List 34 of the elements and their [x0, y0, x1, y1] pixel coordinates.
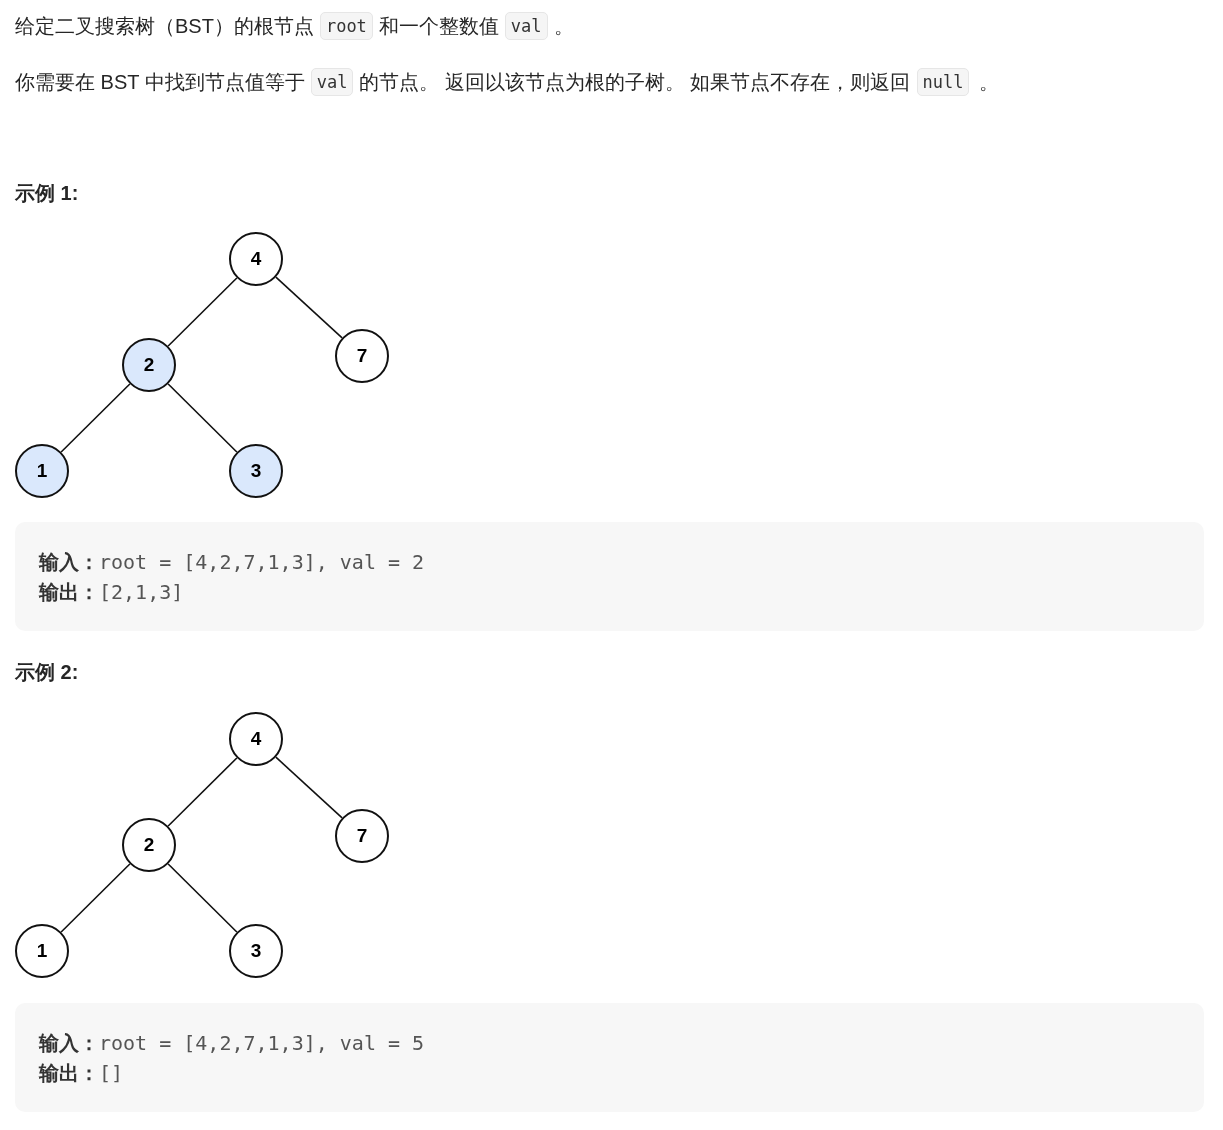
- section-heading: 示例 1:: [15, 181, 79, 206]
- tree-node: 4: [229, 712, 283, 766]
- inline-code: val: [310, 68, 354, 96]
- inline-code: val: [504, 12, 548, 40]
- inline-code: null: [916, 68, 970, 96]
- paragraph-text: 给定二叉搜索树（BST）的根节点: [15, 14, 314, 39]
- paragraph-text: 。: [979, 70, 1000, 95]
- tree-node: 3: [229, 924, 283, 978]
- paragraph-text: 的节点。 返回以该节点为根的子树。 如果节点不存在，则返回: [359, 70, 911, 95]
- tree-edge: [167, 383, 238, 453]
- tree-edge: [167, 277, 238, 347]
- code-line: 输入：root = [4,2,7,1,3], val = 2: [39, 548, 425, 576]
- section-heading: 示例 2:: [15, 660, 79, 685]
- tree-edge: [60, 863, 131, 933]
- paragraph-text: 和一个整数值: [378, 14, 499, 39]
- tree-edge: [275, 276, 343, 339]
- tree-edge: [60, 383, 131, 453]
- tree-edge: [167, 757, 238, 827]
- code-line: 输出：[2,1,3]: [39, 578, 184, 606]
- paragraph-text: 。: [553, 14, 574, 39]
- tree-node: 1: [15, 444, 69, 498]
- tree-edge: [167, 863, 238, 933]
- tree-node: 2: [122, 338, 176, 392]
- paragraph-text: 你需要在 BST 中找到节点值等于: [15, 70, 305, 95]
- tree-edge: [275, 756, 343, 819]
- code-line: 输出：[]: [39, 1059, 124, 1087]
- tree-node: 7: [335, 329, 389, 383]
- tree-node: 4: [229, 232, 283, 286]
- code-line: 输入：root = [4,2,7,1,3], val = 5: [39, 1029, 425, 1057]
- inline-code: root: [319, 12, 373, 40]
- tree-node: 2: [122, 818, 176, 872]
- tree-node: 7: [335, 809, 389, 863]
- tree-node: 1: [15, 924, 69, 978]
- tree-node: 3: [229, 444, 283, 498]
